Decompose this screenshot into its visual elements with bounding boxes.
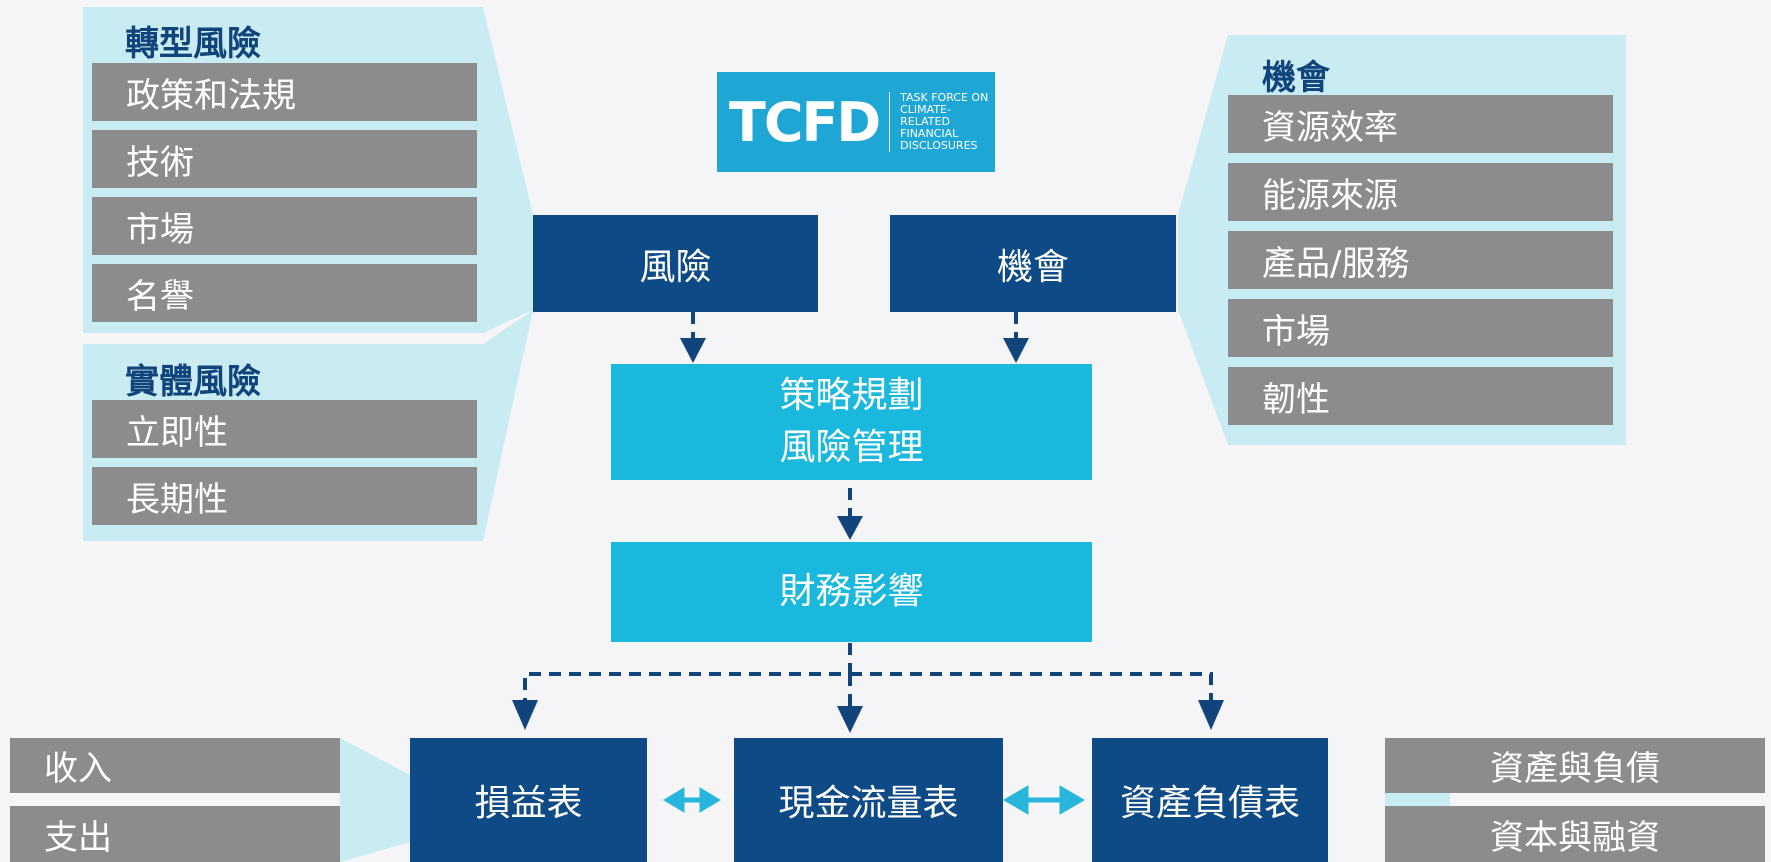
transition-risk-item: 政策和法規 (92, 63, 477, 121)
physical-risk-title: 實體風險 (125, 362, 261, 402)
transition-risk-title: 轉型風險 (125, 24, 261, 64)
logo-mark: TCFD (729, 90, 881, 154)
connector-arrows (523, 312, 1213, 708)
risk-management-label: 風險管理 (779, 427, 924, 468)
opportunity-box: 機會 (890, 215, 1176, 312)
logo-subtitle-line: DISCLOSURES (900, 139, 978, 152)
opportunity-item: 能源來源 (1228, 163, 1613, 221)
opportunity-item: 產品/服務 (1228, 231, 1613, 289)
income-item: 支出 (10, 806, 340, 862)
financial-impact-box: 財務影響 (611, 542, 1092, 642)
physical-risk-item: 長期性 (92, 467, 477, 525)
income-funnel (340, 738, 410, 862)
balance-sheet-box: 資產負債表 (1092, 738, 1328, 862)
physical-risk-item: 立即性 (92, 400, 477, 458)
logo-subtitle-line: TASK FORCE ON (900, 91, 989, 104)
income-item: 收入 (10, 738, 340, 793)
risk-box: 風險 (533, 215, 818, 312)
opportunity-funnel (1178, 35, 1228, 445)
opportunity-item: 市場 (1228, 299, 1613, 357)
logo-subtitle: TASK FORCE ON CLIMATE-RELATED FINANCIAL … (900, 92, 995, 152)
transition-risk-funnel (483, 7, 533, 333)
income-statement-box: 損益表 (410, 738, 647, 862)
physical-risk-funnel (483, 310, 533, 541)
strategy-risk-management-box: 策略規劃 風險管理 (611, 364, 1092, 480)
arrow-heads (512, 338, 1224, 733)
balance-item: 資本與融資 (1385, 806, 1765, 862)
opportunity-title: 機會 (1262, 58, 1330, 98)
double-arrows (663, 785, 1085, 815)
transition-risk-item: 市場 (92, 197, 477, 255)
logo-separator (889, 92, 891, 152)
opportunity-item: 資源效率 (1228, 95, 1613, 153)
cash-flow-statement-box: 現金流量表 (734, 738, 1003, 862)
opportunity-item: 韌性 (1228, 367, 1613, 425)
strategy-label: 策略規劃 (779, 375, 924, 416)
transition-risk-item: 名譽 (92, 264, 477, 322)
logo-subtitle-line: CLIMATE-RELATED (900, 103, 951, 128)
tcfd-logo: TCFD TASK FORCE ON CLIMATE-RELATED FINAN… (717, 72, 995, 172)
logo-subtitle-line: FINANCIAL (900, 127, 959, 140)
balance-item: 資產與負債 (1385, 738, 1765, 793)
transition-risk-item: 技術 (92, 130, 477, 188)
